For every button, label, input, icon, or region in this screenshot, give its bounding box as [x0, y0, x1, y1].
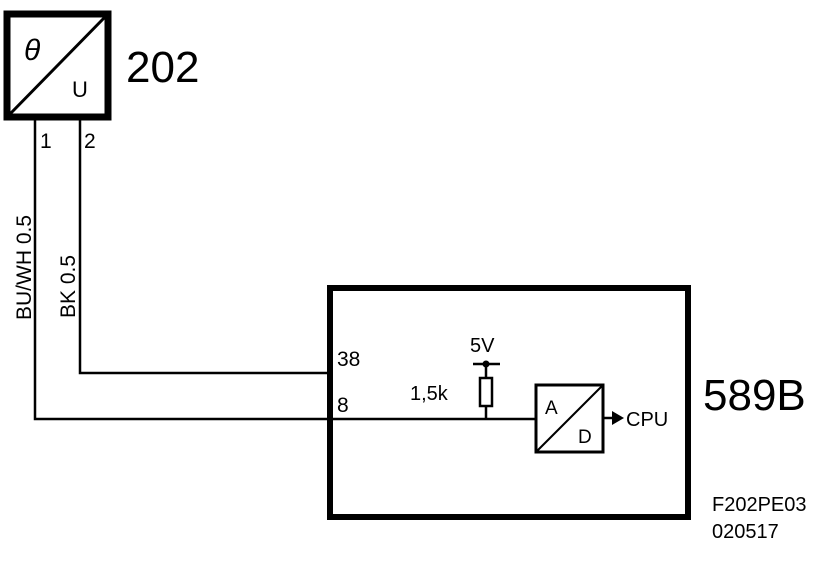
adc-label-a: A — [545, 398, 558, 419]
sensor-202: θ U 202 1 2 — [3, 10, 199, 153]
wire-pin1-to-pin8 — [33, 117, 330, 421]
ecu-box — [327, 285, 691, 520]
supply-label: 5V — [470, 335, 495, 357]
figure-date: 020517 — [712, 521, 779, 543]
figure-code: F202PE03 — [712, 494, 807, 516]
sensor-symbol-theta: θ — [24, 34, 41, 67]
adc-label-d: D — [578, 427, 592, 448]
resistor-body — [478, 376, 494, 408]
cpu-arrow-head — [612, 411, 624, 425]
ecu-589b: 38 8 5V 1,5k A D CPU 589B — [327, 285, 806, 520]
sensor-box — [3, 10, 112, 121]
ecu-pin38: 38 — [337, 348, 360, 371]
sensor-symbol-u: U — [72, 77, 88, 102]
ecu-pin8: 8 — [337, 394, 349, 417]
resistor-label: 1,5k — [410, 383, 449, 405]
sensor-pin1: 1 — [40, 130, 52, 153]
ecu-id-label: 589B — [703, 371, 806, 420]
wires — [33, 117, 330, 421]
cpu-label: CPU — [626, 409, 668, 431]
sensor-diagonal — [8, 15, 107, 116]
wire-pin2-to-pin38 — [78, 117, 330, 375]
sensor-pin2: 2 — [84, 130, 96, 153]
adc-diagonal — [535, 384, 604, 453]
wire2-label: BK 0.5 — [57, 255, 80, 318]
sensor-id-label: 202 — [126, 43, 199, 92]
wire1-label: BU/WH 0.5 — [13, 215, 36, 320]
